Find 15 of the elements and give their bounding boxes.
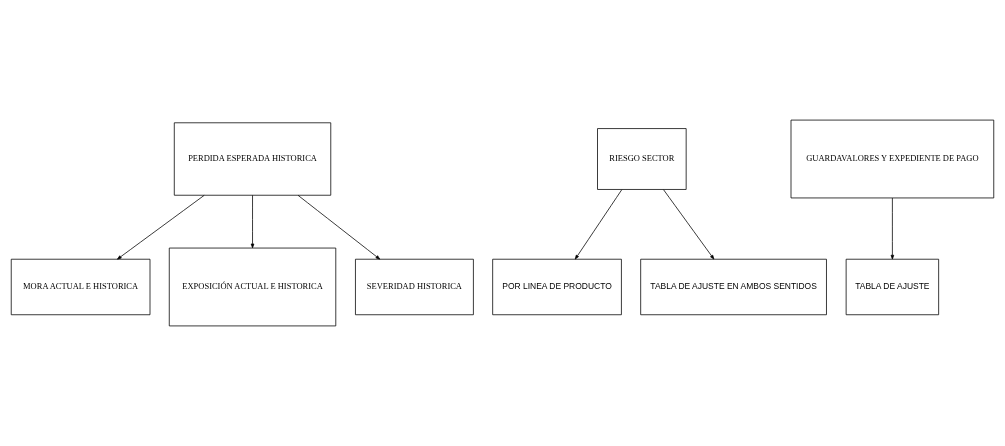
node-box: POR LINEA DE PRODUCTO xyxy=(492,258,622,316)
node-box: TABLA DE AJUSTE EN AMBOS SENTIDOS xyxy=(640,258,827,316)
arrow xyxy=(890,197,895,260)
arrow xyxy=(574,189,623,260)
node-box: MORA ACTUAL E HISTORICA xyxy=(10,258,151,316)
node-box: TABLA DE AJUSTE xyxy=(845,258,940,316)
node-box: SEVERIDAD HISTORICA xyxy=(355,258,474,316)
arrow xyxy=(663,189,715,260)
arrow xyxy=(250,194,255,249)
node-box: PERDIDA ESPERADA HISTORICA xyxy=(173,122,332,196)
arrow xyxy=(117,194,205,260)
node-box: EXPOSICIÓN ACTUAL E HISTORICA xyxy=(168,247,337,327)
arrow xyxy=(297,194,381,260)
node-box: RIESGO SECTOR xyxy=(597,128,687,190)
node-box: GUARDAVALORES Y EXPEDIENTE DE PAGO xyxy=(790,119,995,199)
